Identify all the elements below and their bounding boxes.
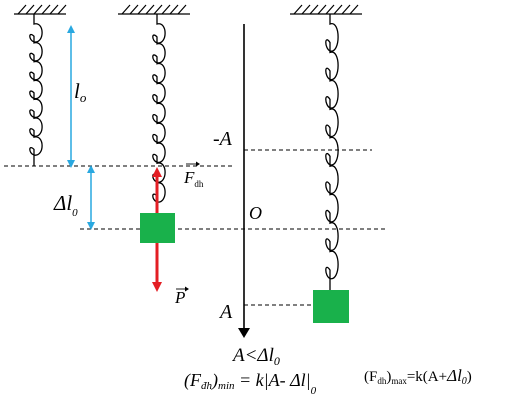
spring-natural — [29, 14, 43, 166]
max-force-formula: (Fdh)max=k(A+Δl0) — [364, 366, 472, 387]
neg-a-label: -A — [213, 128, 233, 150]
ceiling-3 — [290, 4, 362, 15]
l0-label: lo — [74, 79, 87, 105]
ceiling-1 — [14, 4, 67, 15]
delta-l0-label: Δl0 — [53, 191, 78, 219]
condition-formula: A<Δl0 — [231, 345, 280, 368]
vector-arrow-p — [176, 286, 189, 292]
mass-block-stretched — [313, 290, 349, 323]
min-force-formula: (Fđh)min = k|A- Δl|0 — [184, 370, 317, 397]
ceiling-2 — [118, 4, 190, 15]
elastic-force-label: Fdh — [183, 168, 204, 189]
origin-label: O — [249, 203, 262, 223]
mass-block-equilibrium — [140, 213, 175, 243]
vector-arrow-f — [186, 161, 200, 167]
spring-stretched — [325, 14, 339, 290]
a-label: A — [218, 301, 233, 323]
weight-label: P — [174, 288, 185, 307]
spring-equilibrium — [152, 14, 166, 213]
